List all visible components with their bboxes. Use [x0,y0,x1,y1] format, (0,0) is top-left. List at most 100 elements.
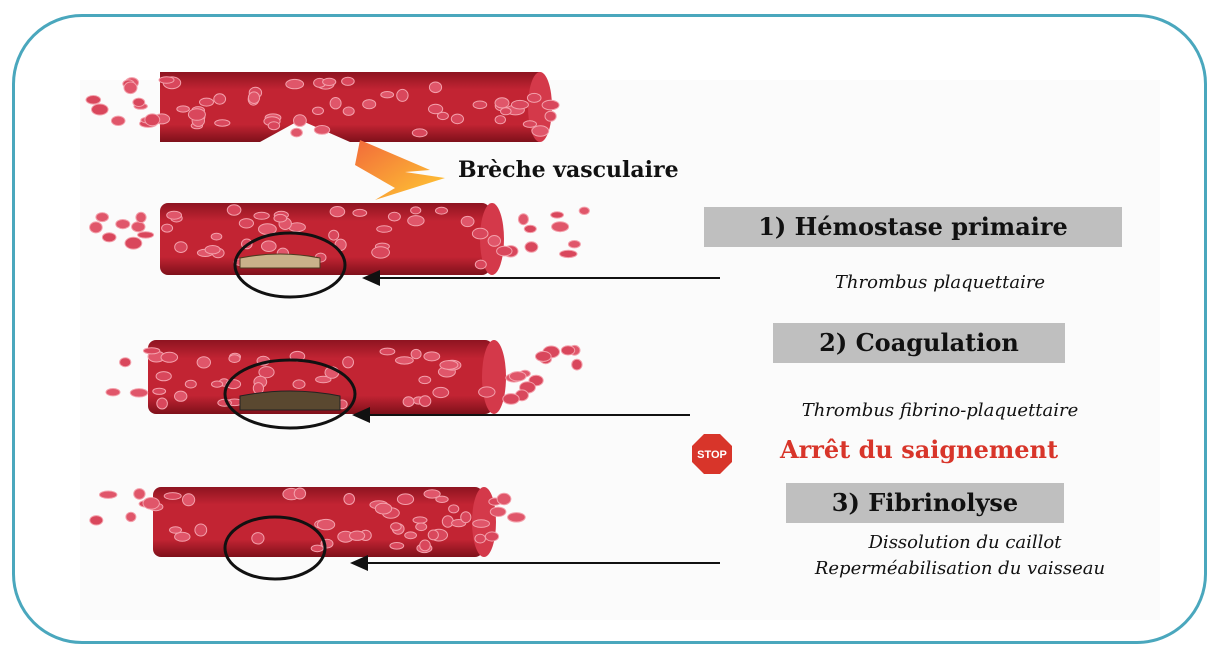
red-blood-cell [286,79,304,88]
red-blood-cell [403,397,414,407]
red-blood-cell [449,505,459,513]
red-blood-cell [175,391,187,401]
red-blood-cell [274,214,287,222]
red-blood-cell [214,94,226,104]
red-blood-cell [381,92,394,98]
red-blood-cell [419,376,431,383]
red-blood-cell [130,389,147,397]
red-blood-cell [523,121,536,128]
red-blood-cell [120,358,131,367]
fibrin-platelet-thrombus [240,391,340,410]
red-blood-cell [485,532,498,541]
red-blood-cell [126,512,136,521]
red-blood-cell [536,351,552,361]
step2-label-box: 2) Coagulation [773,323,1065,363]
red-blood-cell [561,346,574,355]
red-blood-cell [175,242,187,253]
red-blood-cell [363,100,376,109]
step2-caption: Thrombus fibrino-plaquettaire [802,400,1079,421]
red-blood-cell [527,93,541,102]
red-blood-cell [420,540,431,551]
red-blood-cell [291,128,303,137]
red-blood-cell [461,216,474,226]
red-blood-cell [508,513,526,522]
red-blood-cell [159,77,174,84]
red-blood-cell [90,516,103,525]
red-blood-cell [472,228,488,239]
red-blood-cell [475,260,486,269]
red-blood-cell [411,349,421,358]
red-blood-cell [568,241,580,248]
red-blood-cell [405,532,417,539]
red-blood-cell [293,380,305,389]
red-blood-cell [330,207,345,217]
red-blood-cell [86,96,101,105]
red-blood-cell [397,494,413,505]
red-blood-cell [497,493,511,504]
red-blood-cell [411,207,421,214]
red-blood-cell [153,388,166,394]
red-blood-cell [396,357,414,364]
red-blood-cell [551,212,564,218]
red-blood-cell [503,394,519,405]
red-blood-cell [145,114,160,126]
red-blood-cell [294,488,305,499]
red-blood-cell [170,527,182,534]
red-blood-cell [188,109,205,121]
red-blood-cell [330,98,341,109]
breach-title: Brèche vasculaire [458,157,679,183]
red-blood-cell [511,100,528,109]
red-blood-cell [342,77,355,85]
red-blood-cell [106,389,120,396]
red-blood-cell [353,209,367,216]
red-blood-cell [195,524,207,536]
red-blood-cell [343,107,354,115]
red-blood-cell [436,496,448,502]
red-blood-cell [488,236,500,247]
red-blood-cell [156,372,171,381]
red-blood-cell [262,241,277,252]
red-blood-cell [495,98,509,108]
red-blood-cell [377,226,392,233]
red-blood-cell [579,207,589,214]
red-blood-cell [134,489,145,500]
red-blood-cell [424,352,440,361]
red-blood-cell [391,523,402,531]
red-blood-cell [248,92,259,104]
red-blood-cell [412,129,427,137]
breach-lightning-icon [355,140,445,200]
red-blood-cell [532,126,549,136]
red-blood-cell [429,104,443,114]
red-blood-cell [116,220,130,229]
red-blood-cell [440,361,458,370]
red-blood-cell [473,520,490,528]
red-blood-cell [552,222,569,232]
red-blood-cell [111,116,125,125]
red-blood-cell [125,237,142,249]
red-blood-cell [408,216,424,226]
red-blood-cell [252,533,264,544]
red-blood-cell [475,534,486,543]
platelet-thrombus [240,254,320,268]
step1-caption: Thrombus plaquettaire [835,272,1045,293]
red-blood-cell [380,348,395,355]
red-blood-cell [524,225,536,232]
stop-sign-icon: STOP [692,434,732,474]
red-blood-cell [344,494,355,505]
red-blood-cell [436,207,448,214]
red-blood-cell [211,233,222,240]
step1-label-box: 1) Hémostase primaire [704,207,1122,247]
red-blood-cell [525,242,538,252]
red-blood-cell [90,222,103,233]
red-blood-cell [177,106,190,112]
red-blood-cell [542,100,559,110]
red-blood-cell [442,516,453,527]
step3-caption-line1: Dissolution du caillot [868,532,1063,553]
red-blood-cell [162,224,173,232]
red-blood-cell [479,387,495,397]
red-blood-cell [314,125,329,134]
red-blood-cell [390,543,404,550]
red-blood-cell [545,111,556,121]
red-blood-cell [200,98,214,106]
